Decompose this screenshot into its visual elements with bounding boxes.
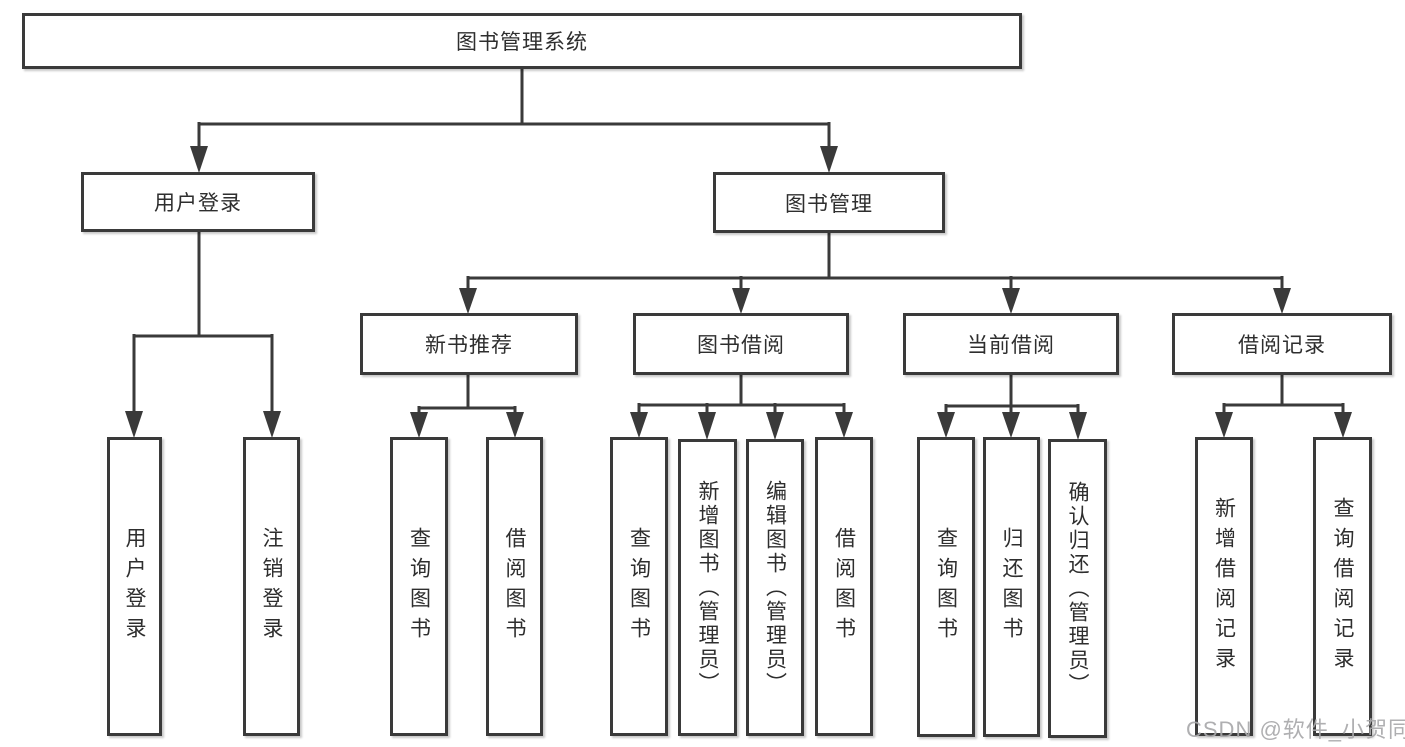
node-label: 新书推荐 <box>425 334 513 357</box>
node-leaf-query-borrow-record: 查询借阅记录 <box>1313 437 1372 736</box>
node-leaf-query-books-3: 查询图书 <box>917 437 975 737</box>
node-new-book-recommend: 新书推荐 <box>360 313 578 375</box>
node-book-borrow: 图书借阅 <box>633 313 849 375</box>
node-label: 用户登录 <box>154 192 242 215</box>
node-label: 查询图书 <box>934 527 958 647</box>
node-current-borrow: 当前借阅 <box>903 313 1119 375</box>
node-label: 归还图书 <box>1000 527 1023 647</box>
node-user-login-branch: 用户登录 <box>81 172 315 232</box>
node-label: 新增借阅记录 <box>1212 496 1236 677</box>
node-leaf-confirm-return-admin: 确认归还（管理员） <box>1048 439 1107 738</box>
node-label: 新增图书（管理员） <box>696 479 719 696</box>
node-label: 查询图书 <box>407 526 431 647</box>
node-borrow-records: 借阅记录 <box>1172 313 1392 375</box>
node-leaf-borrow-books-2: 借阅图书 <box>815 437 873 736</box>
node-label: 注销登录 <box>260 526 283 647</box>
node-label: 借阅图书 <box>832 526 856 647</box>
node-root-system: 图书管理系统 <box>22 13 1022 69</box>
node-label: 借阅记录 <box>1238 334 1326 357</box>
node-leaf-return-books: 归还图书 <box>983 437 1040 737</box>
node-leaf-edit-books-admin: 编辑图书（管理员） <box>746 439 804 736</box>
node-label: 确认归还（管理员） <box>1066 480 1089 697</box>
node-label: 查询图书 <box>627 526 651 647</box>
node-leaf-add-borrow-record: 新增借阅记录 <box>1195 437 1253 736</box>
csdn-watermark: CSDN @软件_小贺同学 <box>1186 717 1405 742</box>
node-book-management-branch: 图书管理 <box>713 172 945 233</box>
node-label: 图书管理 <box>785 192 873 216</box>
node-leaf-add-books-admin: 新增图书（管理员） <box>678 439 737 736</box>
node-leaf-user-login: 用户登录 <box>107 437 162 736</box>
node-label: 当前借阅 <box>967 334 1055 357</box>
node-leaf-query-books-1: 查询图书 <box>390 437 448 736</box>
node-label: 编辑图书（管理员） <box>763 479 787 696</box>
node-label: 图书管理系统 <box>456 31 588 54</box>
node-leaf-query-books-2: 查询图书 <box>610 437 668 736</box>
node-label: 图书借阅 <box>697 334 785 357</box>
node-leaf-borrow-books-1: 借阅图书 <box>486 437 543 736</box>
node-leaf-logout: 注销登录 <box>243 437 300 736</box>
node-label: 用户登录 <box>123 526 146 647</box>
node-label: 查询借阅记录 <box>1331 496 1354 677</box>
node-label: 借阅图书 <box>503 526 526 647</box>
